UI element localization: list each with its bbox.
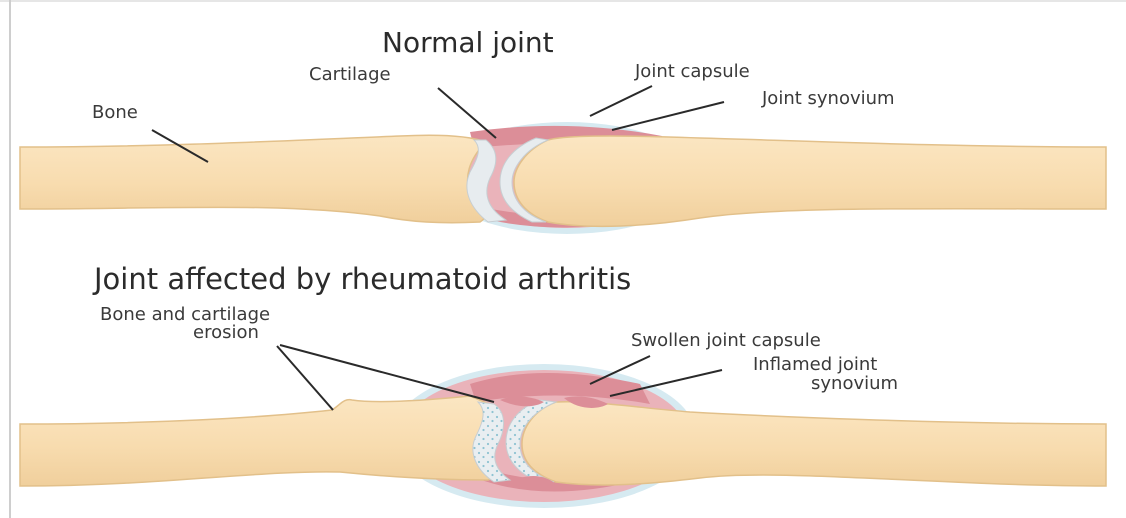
normal-joint-title: Normal joint	[382, 26, 554, 59]
label-joint-synovium: Joint synovium	[761, 88, 895, 109]
normal-right-bone	[514, 136, 1106, 226]
label-inflamed-synovium-line2: synovium	[811, 373, 898, 394]
pointer-joint-synovium	[612, 102, 724, 130]
affected-joint-title: Joint affected by rheumatoid arthritis	[92, 262, 631, 296]
affected-right-bone	[522, 402, 1106, 486]
pointer-erosion-cartilage	[280, 345, 494, 402]
affected-joint-illustration	[20, 364, 1106, 508]
label-bone: Bone	[92, 102, 138, 123]
label-joint-capsule: Joint capsule	[634, 61, 750, 82]
normal-left-bone	[20, 135, 486, 223]
pointer-erosion-bone	[277, 346, 333, 410]
label-cartilage: Cartilage	[309, 64, 391, 85]
pointer-joint-capsule	[590, 86, 652, 116]
label-inflamed-synovium-line1: Inflamed joint	[753, 354, 877, 375]
normal-joint-illustration	[20, 122, 1106, 234]
pointer-cartilage	[438, 88, 496, 138]
label-erosion-line2: erosion	[193, 322, 259, 343]
label-swollen-capsule: Swollen joint capsule	[631, 330, 821, 351]
affected-left-bone	[20, 396, 496, 486]
